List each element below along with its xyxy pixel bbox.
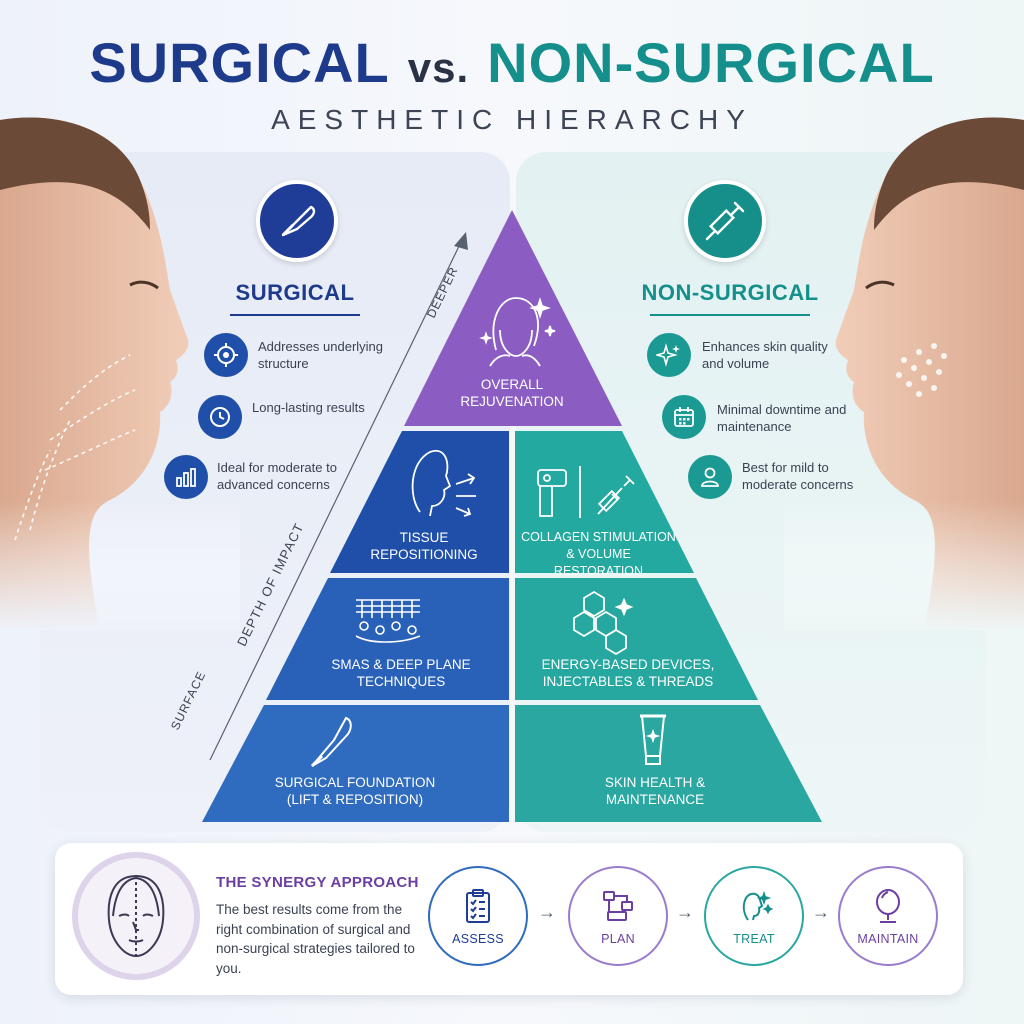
non-surgical-tier-2-label: ENERGY-BASED DEVICES, INJECTABLES & THRE… xyxy=(541,657,715,689)
non-surgical-tier-1-label: COLLAGEN STIMULATION & VOLUME RESTORATIO… xyxy=(521,530,676,578)
step-plan-label: PLAN xyxy=(601,932,635,946)
title-surgical: SURGICAL xyxy=(89,31,390,94)
flowchart-icon xyxy=(603,891,633,921)
arrow-right-icon: → xyxy=(676,902,694,922)
non-surgical-feature-1: Enhances skin quality and volume xyxy=(702,339,828,371)
clipboard-checklist-icon xyxy=(466,889,490,923)
head-lift-icon xyxy=(411,449,476,517)
surgical-badge xyxy=(256,180,338,262)
pyramid-apex xyxy=(404,210,622,426)
skincare-tube-icon xyxy=(640,714,666,765)
pyramid-surgical-tier-1 xyxy=(330,431,509,573)
pyramid-non-surgical-tier-3 xyxy=(515,705,822,822)
calendar-icon xyxy=(662,395,706,439)
non-surgical-underline xyxy=(650,314,810,316)
step-assess-label: ASSESS xyxy=(452,932,504,946)
step-plan: PLAN xyxy=(568,866,668,966)
depth-axis xyxy=(209,232,468,761)
pyramid-surgical-tier-2 xyxy=(266,578,509,700)
syringe-icon xyxy=(705,201,745,241)
tissue-layers-icon xyxy=(355,599,421,643)
arrow-right-icon: → xyxy=(538,902,556,922)
synergy-description: The best results come from the right com… xyxy=(216,902,415,976)
non-surgical-tier-3-label: SKIN HEALTH & MAINTENANCE xyxy=(604,775,706,807)
step-assess: ASSESS xyxy=(428,866,528,966)
device-syringe-icon xyxy=(537,466,635,518)
step-maintain: MAINTAIN xyxy=(838,866,938,966)
surgical-tier-2-label: SMAS & DEEP PLANE TECHNIQUES xyxy=(331,657,471,689)
clock-icon xyxy=(198,395,242,439)
surgical-heading: SURGICAL xyxy=(235,280,355,305)
target-icon xyxy=(204,333,248,377)
pyramid-surgical-tier-3 xyxy=(202,705,509,822)
non-surgical-face-illustration xyxy=(784,110,1024,630)
arrow-right-icon: → xyxy=(812,902,830,922)
scalpel-icon xyxy=(281,205,316,237)
title-vs: vs. xyxy=(407,44,470,91)
step-treat-label: TREAT xyxy=(733,932,775,946)
scalpel-icon xyxy=(310,716,352,768)
step-maintain-label: MAINTAIN xyxy=(857,932,919,946)
step-treat: TREAT xyxy=(704,866,804,966)
pyramid-non-surgical-tier-1 xyxy=(515,431,694,573)
page-title: SURGICAL vs. NON-SURGICAL xyxy=(0,28,1024,103)
surgical-face-illustration xyxy=(0,110,240,630)
face-sparkle-icon xyxy=(742,890,774,921)
sparkle-icon xyxy=(647,333,691,377)
surgical-feature-3: Ideal for moderate to advanced concerns xyxy=(217,460,337,492)
page-subtitle: AESTHETIC HIERARCHY xyxy=(271,104,753,135)
surgical-tier-1-label: TISSUE REPOSITIONING xyxy=(370,530,478,562)
mirror-icon xyxy=(876,889,900,923)
surgical-feature-1: Addresses underlying structure xyxy=(258,339,384,371)
bar-chart-icon xyxy=(164,455,208,499)
non-surgical-heading: NON-SURGICAL xyxy=(641,280,819,305)
non-surgical-feature-3: Best for mild to moderate concerns xyxy=(742,460,854,492)
surgical-underline xyxy=(230,314,360,316)
face-sparkle-icon xyxy=(479,297,556,367)
title-non-surgical: NON-SURGICAL xyxy=(487,31,935,94)
pyramid-apex-label: OVERALL REJUVENATION xyxy=(460,377,564,409)
pyramid-non-surgical-tier-2 xyxy=(515,578,758,700)
user-icon xyxy=(688,455,732,499)
surgical-tier-3-label: SURGICAL FOUNDATION (LIFT & REPOSITION) xyxy=(274,775,436,807)
synergy-title: THE SYNERGY APPROACH xyxy=(216,874,419,891)
non-surgical-feature-2: Minimal downtime and maintenance xyxy=(717,402,847,434)
surgical-feature-2: Long-lasting results xyxy=(252,400,365,415)
non-surgical-badge xyxy=(684,180,766,262)
hexagon-molecule-icon xyxy=(573,590,634,656)
synergy-face-icon xyxy=(72,852,200,980)
